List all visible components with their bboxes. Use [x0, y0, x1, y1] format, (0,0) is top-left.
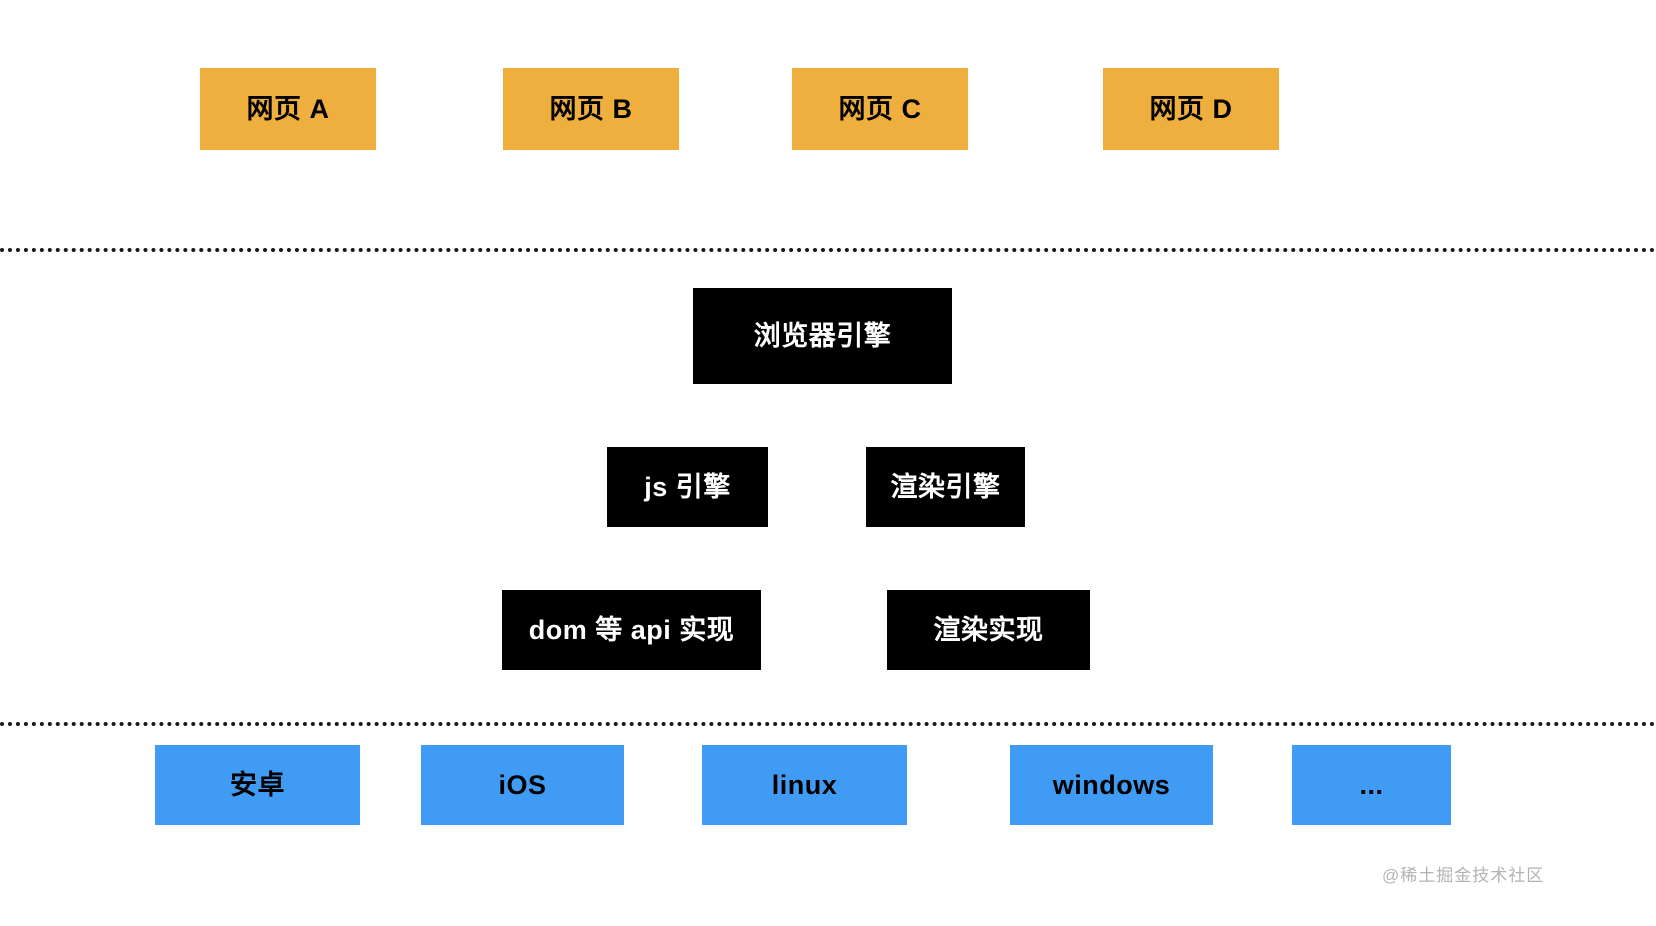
dom-api-impl-box[interactable]: dom 等 api 实现: [502, 590, 761, 670]
os-box-ios[interactable]: iOS: [421, 745, 624, 825]
browser-engine-label: 浏览器引擎: [753, 320, 892, 351]
web-page-box-d[interactable]: 网页 D: [1103, 68, 1279, 150]
web-page-box-a[interactable]: 网页 A: [200, 68, 376, 150]
render-engine-box[interactable]: 渲染引擎: [866, 447, 1025, 527]
web-page-box-d-label: 网页 D: [1149, 93, 1233, 124]
js-engine-box[interactable]: js 引擎: [607, 447, 768, 527]
divider-engine-os: [0, 722, 1656, 726]
os-box-other[interactable]: ...: [1292, 745, 1451, 825]
os-box-windows[interactable]: windows: [1010, 745, 1213, 825]
web-page-box-c[interactable]: 网页 C: [792, 68, 968, 150]
web-page-box-b-label: 网页 B: [549, 93, 633, 124]
js-engine-label: js 引擎: [644, 471, 731, 502]
os-box-linux[interactable]: linux: [702, 745, 907, 825]
render-impl-label: 渲染实现: [933, 614, 1044, 645]
os-box-other-label: ...: [1359, 769, 1384, 800]
browser-engine-box[interactable]: 浏览器引擎: [693, 288, 952, 384]
os-box-linux-label: linux: [771, 769, 838, 800]
render-impl-box[interactable]: 渲染实现: [887, 590, 1090, 670]
dom-api-impl-label: dom 等 api 实现: [528, 614, 735, 645]
os-box-android[interactable]: 安卓: [155, 745, 360, 825]
os-box-android-label: 安卓: [230, 769, 285, 800]
divider-pages-engine: [0, 248, 1656, 252]
web-page-box-a-label: 网页 A: [246, 93, 330, 124]
os-box-windows-label: windows: [1052, 769, 1171, 800]
render-engine-label: 渲染引擎: [890, 471, 1001, 502]
os-box-ios-label: iOS: [498, 769, 547, 800]
web-page-box-b[interactable]: 网页 B: [503, 68, 679, 150]
web-page-box-c-label: 网页 C: [838, 93, 922, 124]
watermark: @稀土掘金技术社区: [1382, 866, 1545, 885]
